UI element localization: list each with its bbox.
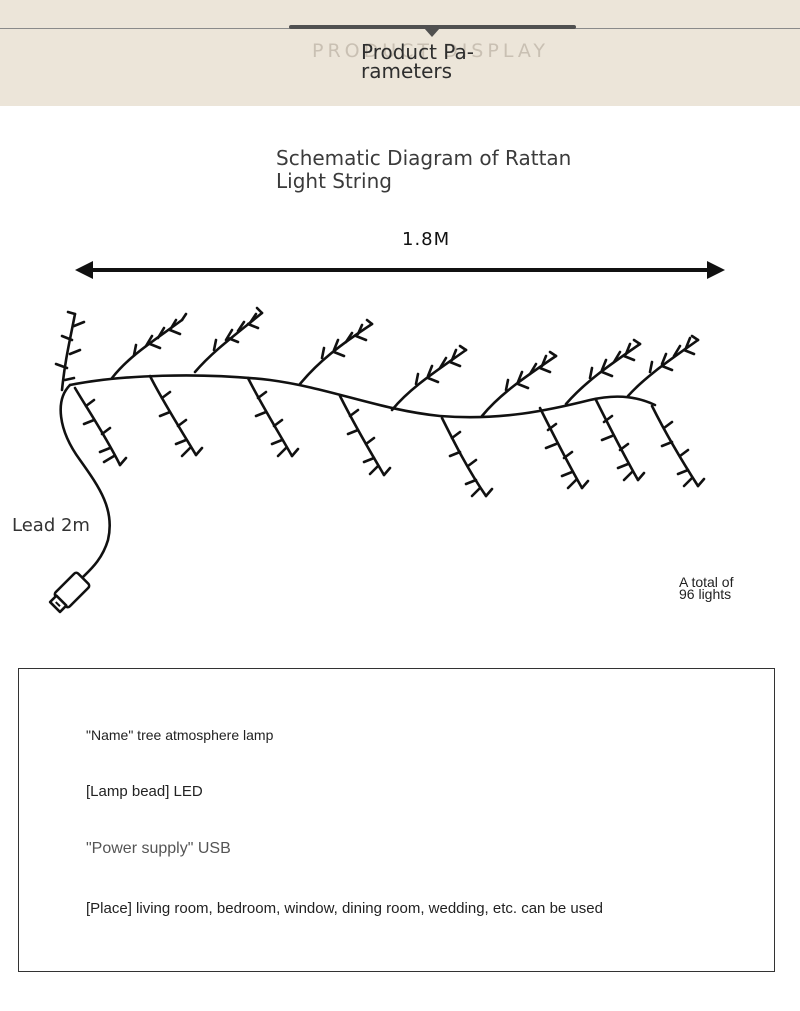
header-ghost-text: PRODUCT DISPLAY	[312, 40, 549, 62]
param-power-supply: "Power supply" USB	[86, 840, 231, 857]
usb-plug-icon	[48, 571, 91, 614]
rattan-diagram	[48, 261, 725, 614]
lead-length-label: Lead 2m	[12, 515, 90, 536]
section-title: Product Pa- rameters	[361, 40, 474, 83]
header-bar	[289, 25, 576, 29]
param-place: [Place] living room, bedroom, window, di…	[86, 900, 603, 917]
length-arrow	[75, 261, 725, 279]
header-band: PRODUCT DISPLAY Product Pa- rameters	[0, 0, 800, 106]
length-label: 1.8M	[402, 229, 451, 250]
light-count-label: A total of 96 lights	[679, 574, 734, 602]
diagram-title: Schematic Diagram of Rattan Light String	[276, 146, 572, 193]
parameters-box: "Name" tree atmosphere lamp [Lamp bead] …	[18, 668, 775, 972]
param-name: "Name" tree atmosphere lamp	[86, 727, 274, 743]
header-notch	[424, 28, 440, 37]
param-lamp-bead: [Lamp bead] LED	[86, 783, 203, 800]
rattan-vine	[54, 306, 706, 580]
